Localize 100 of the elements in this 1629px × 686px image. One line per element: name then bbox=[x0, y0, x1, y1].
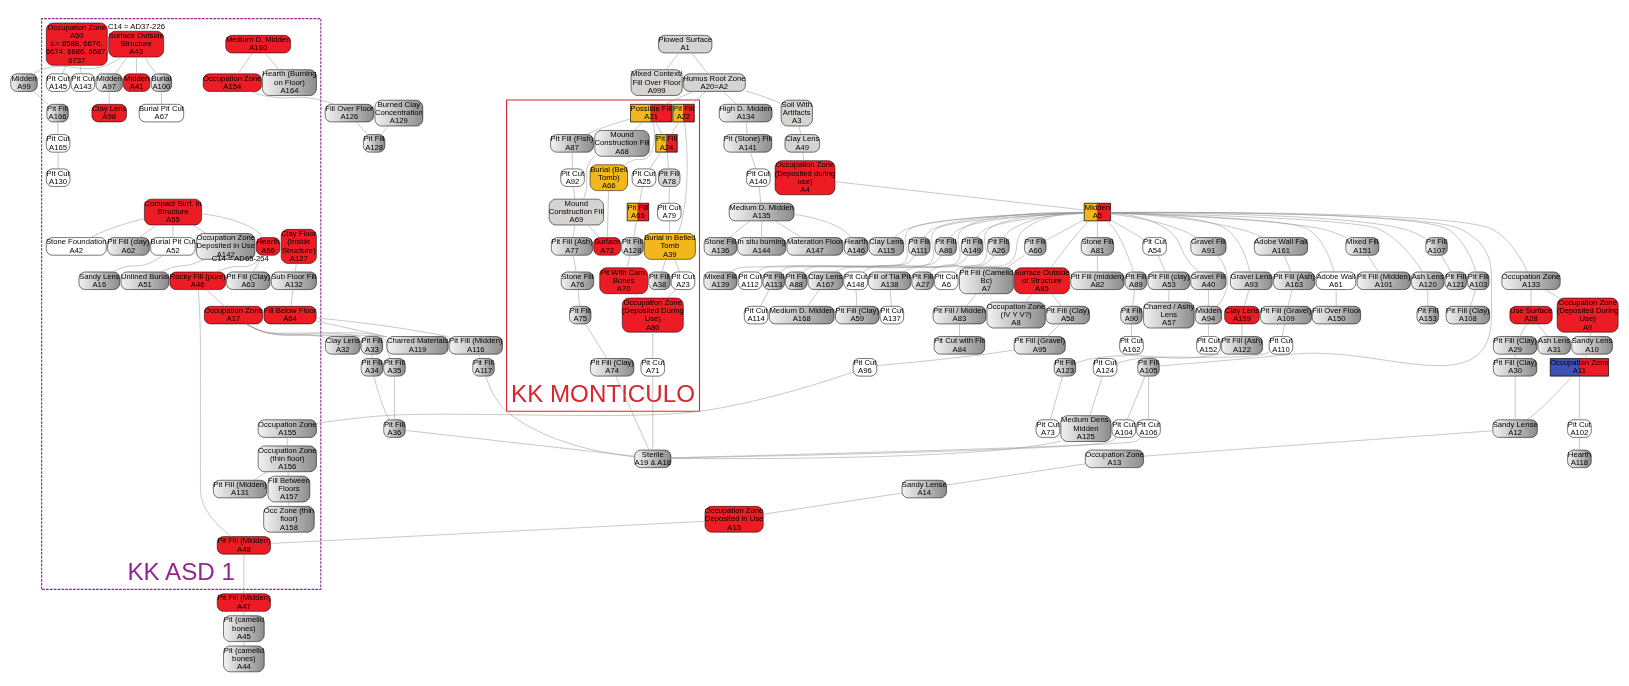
connector bbox=[161, 91, 162, 105]
connector bbox=[691, 91, 706, 105]
connector bbox=[639, 186, 643, 204]
connector bbox=[798, 125, 801, 135]
connector bbox=[1132, 289, 1136, 307]
connector bbox=[585, 323, 608, 359]
connector bbox=[1097, 220, 1098, 238]
connector bbox=[652, 331, 654, 359]
connector bbox=[1282, 323, 1285, 337]
connector bbox=[478, 353, 481, 359]
connector bbox=[834, 181, 1085, 211]
connector bbox=[136, 56, 137, 74]
connector bbox=[729, 220, 751, 238]
connector bbox=[237, 52, 253, 75]
connector bbox=[836, 212, 1085, 273]
connector bbox=[1287, 289, 1293, 307]
connector bbox=[1579, 375, 1580, 421]
connector bbox=[1110, 212, 1251, 273]
connector bbox=[192, 224, 207, 234]
connector bbox=[863, 255, 969, 273]
connector bbox=[245, 323, 391, 359]
connector bbox=[793, 214, 852, 238]
connector bbox=[802, 255, 942, 273]
connector bbox=[923, 212, 1085, 238]
connector bbox=[1519, 323, 1527, 337]
connector bbox=[573, 186, 576, 200]
connector bbox=[615, 375, 650, 451]
connector bbox=[903, 212, 1085, 273]
connector bbox=[665, 91, 694, 105]
connector bbox=[1110, 213, 1197, 238]
connector bbox=[1427, 289, 1428, 307]
connector bbox=[965, 293, 977, 307]
connector bbox=[1047, 323, 1061, 337]
connector bbox=[746, 121, 748, 135]
connector bbox=[665, 52, 680, 70]
connector bbox=[253, 471, 268, 481]
connector bbox=[1514, 353, 1516, 359]
connector bbox=[250, 91, 334, 105]
connector bbox=[572, 224, 576, 238]
connector bbox=[634, 293, 639, 299]
connector bbox=[404, 430, 635, 457]
connector bbox=[62, 65, 67, 75]
connector bbox=[661, 259, 667, 273]
connector bbox=[959, 323, 960, 337]
connector bbox=[57, 152, 59, 170]
connector bbox=[373, 375, 390, 420]
connector bbox=[1126, 375, 1146, 421]
connector bbox=[583, 155, 596, 200]
connector bbox=[722, 91, 738, 105]
connector bbox=[1110, 212, 1347, 238]
connector bbox=[1131, 323, 1132, 337]
connector bbox=[1208, 323, 1209, 337]
connector bbox=[624, 121, 655, 165]
connector bbox=[485, 375, 635, 458]
connector bbox=[1514, 375, 1516, 421]
connector bbox=[264, 52, 280, 70]
connector bbox=[1284, 255, 1292, 273]
connector bbox=[1045, 219, 1085, 241]
connector bbox=[243, 641, 245, 647]
connector bbox=[577, 289, 580, 307]
connector bbox=[79, 65, 82, 75]
connector bbox=[139, 224, 157, 238]
connector bbox=[1143, 430, 1493, 457]
connector bbox=[1110, 212, 1199, 273]
connector bbox=[761, 220, 762, 238]
connector bbox=[760, 289, 770, 307]
connector bbox=[1097, 255, 1098, 273]
connector bbox=[1050, 375, 1063, 421]
connector bbox=[1216, 255, 1228, 307]
connector bbox=[745, 90, 782, 104]
connector bbox=[587, 224, 600, 238]
connector bbox=[316, 371, 854, 424]
connector bbox=[758, 186, 762, 204]
connector bbox=[144, 56, 157, 74]
connector bbox=[287, 437, 288, 447]
connector bbox=[1110, 212, 1265, 238]
connector bbox=[802, 152, 804, 161]
connector bbox=[108, 91, 110, 105]
connector bbox=[201, 213, 264, 238]
connector bbox=[290, 289, 294, 307]
connector bbox=[691, 52, 709, 75]
connector bbox=[1075, 353, 1222, 364]
connector bbox=[1589, 332, 1592, 337]
connector bbox=[670, 440, 1062, 459]
connector bbox=[763, 492, 903, 515]
connector bbox=[1110, 219, 1143, 239]
connector bbox=[649, 152, 662, 170]
connector bbox=[1089, 375, 1103, 416]
connector bbox=[757, 255, 916, 273]
connector bbox=[315, 317, 450, 338]
connector bbox=[57, 121, 59, 135]
connector bbox=[294, 263, 297, 273]
connector bbox=[243, 553, 245, 594]
connector bbox=[1157, 255, 1166, 273]
connector bbox=[893, 212, 1085, 238]
connector bbox=[115, 56, 128, 74]
connector bbox=[953, 212, 1085, 273]
connector bbox=[356, 121, 368, 135]
connector bbox=[1244, 289, 1250, 307]
connector bbox=[1441, 255, 1452, 273]
